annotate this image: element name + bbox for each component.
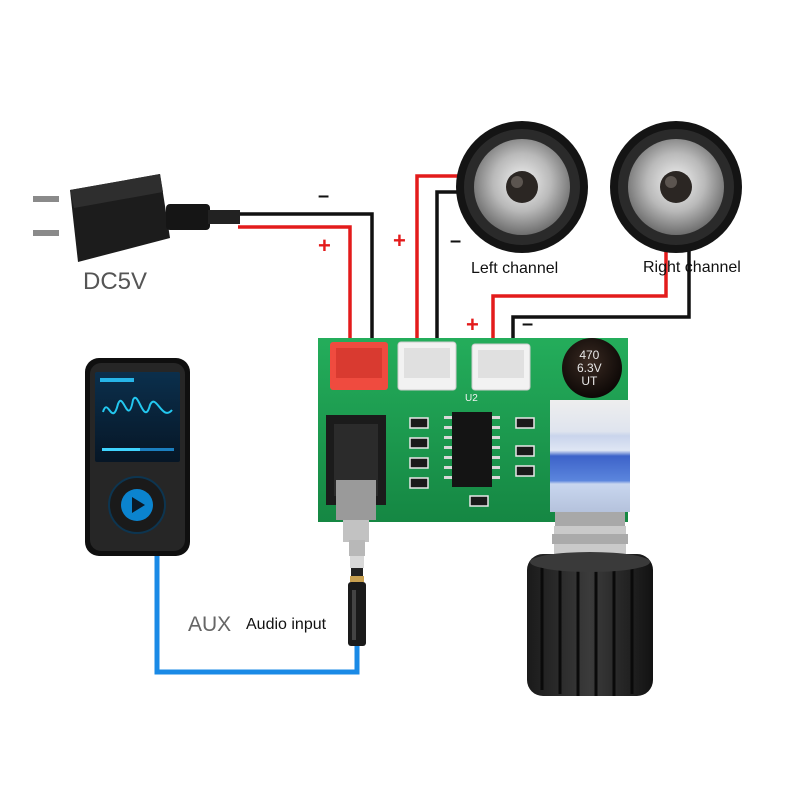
audio-input-label: Audio input <box>246 616 327 633</box>
right-negative-wire <box>511 250 691 350</box>
left-speaker <box>456 121 588 253</box>
capacitor-voltage: 6.3V <box>577 361 602 375</box>
volume-knob[interactable] <box>527 526 653 696</box>
right-speaker-wires <box>491 250 691 350</box>
capacitor-label: 470 6.3V UT <box>577 349 602 388</box>
right-channel-label: Right channel <box>643 259 741 276</box>
power-negative-wire <box>238 212 374 348</box>
right-minus-sign: – <box>522 313 534 335</box>
capacitor-value: 470 <box>579 348 600 362</box>
chip-label: U2 <box>465 393 478 404</box>
adapter-prong-bottom <box>33 230 59 236</box>
capacitor <box>562 338 622 398</box>
power-minus-sign: – <box>318 185 330 207</box>
left-plus-sign: + <box>393 228 406 253</box>
power-label: DC5V <box>83 268 148 295</box>
aux-label: AUX <box>188 613 232 636</box>
amplifier-board <box>318 338 630 542</box>
power-positive-wire <box>238 225 352 348</box>
power-plus-sign: + <box>318 233 331 258</box>
right-speaker <box>610 121 742 253</box>
left-channel-label: Left channel <box>471 260 559 277</box>
amplifier-chip <box>452 412 492 487</box>
volume-potentiometer <box>550 400 630 512</box>
power-wires <box>238 212 374 348</box>
player-screen <box>95 372 180 462</box>
aux-plug <box>348 540 366 646</box>
left-positive-wire <box>415 174 468 348</box>
music-player <box>85 358 190 556</box>
aux-cable <box>154 555 360 675</box>
usb-plug <box>166 204 210 230</box>
right-plus-sign: + <box>466 312 479 337</box>
adapter-prong-top <box>33 196 59 202</box>
left-minus-sign: – <box>450 230 462 252</box>
right-positive-wire <box>491 250 668 350</box>
capacitor-brand: UT <box>581 374 598 388</box>
power-adapter <box>33 174 240 262</box>
